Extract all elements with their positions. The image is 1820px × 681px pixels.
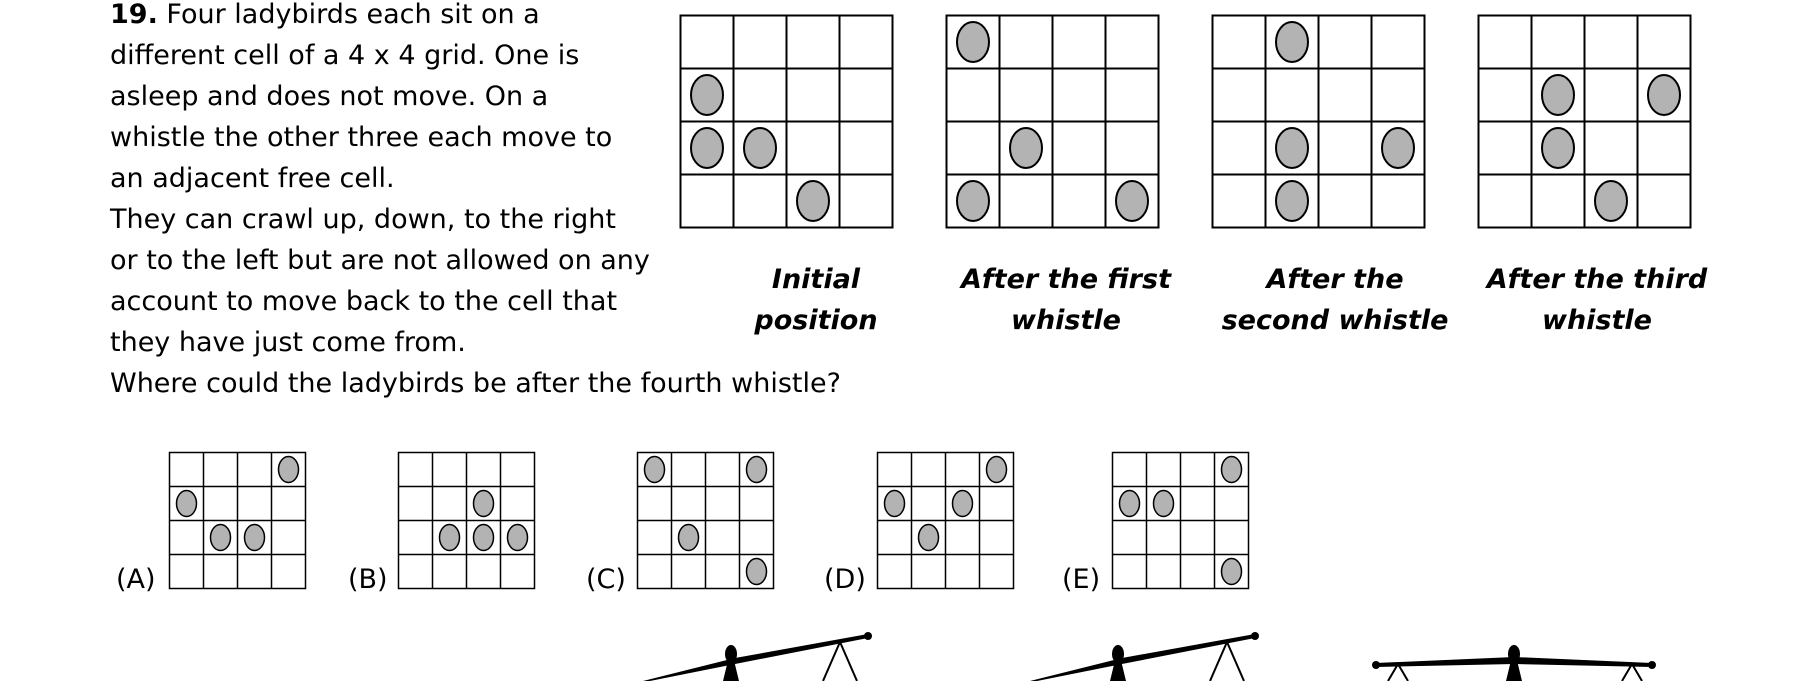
grid-after-third-whistle bbox=[1477, 14, 1692, 229]
ladybird-icon bbox=[1647, 74, 1681, 116]
ladybird-icon bbox=[883, 489, 906, 518]
ladybird-icon bbox=[985, 455, 1008, 484]
ladybird-icon bbox=[472, 523, 495, 552]
balance-scale-1 bbox=[643, 632, 872, 681]
ladybird-icon bbox=[209, 523, 232, 552]
problem-text-line: They can crawl up, down, to the right bbox=[110, 204, 616, 235]
ladybird-icon bbox=[1115, 180, 1149, 222]
problem-text-line: account to move back to the cell that bbox=[110, 286, 618, 317]
option-c-label[interactable]: (C) bbox=[586, 564, 626, 595]
ladybird-icon bbox=[1220, 557, 1243, 586]
ladybird-icon bbox=[1594, 180, 1628, 222]
ladybird-icon bbox=[438, 523, 461, 552]
ladybird-icon bbox=[506, 523, 529, 552]
ladybird-icon bbox=[472, 489, 495, 518]
ladybird-icon bbox=[1275, 127, 1309, 169]
ladybird-icon bbox=[745, 557, 768, 586]
ladybird-icon bbox=[796, 180, 830, 222]
problem-text-line: whistle the other three each move to bbox=[110, 122, 613, 153]
ladybird-icon bbox=[643, 455, 666, 484]
problem-text-line: an adjacent free cell. bbox=[110, 163, 395, 194]
ladybird-icon bbox=[1275, 180, 1309, 222]
balance-scale-2 bbox=[1030, 632, 1259, 681]
ladybird-icon bbox=[1381, 127, 1415, 169]
option-d-grid[interactable] bbox=[876, 451, 1015, 590]
option-e-grid[interactable] bbox=[1111, 451, 1250, 590]
ladybird-icon bbox=[745, 455, 768, 484]
ladybird-icon bbox=[1275, 21, 1309, 63]
ladybird-icon bbox=[277, 455, 300, 484]
question-number: 19. bbox=[110, 0, 158, 30]
problem-statement: 19. Four ladybirds each sit on a differen… bbox=[110, 0, 841, 404]
grid-initial-position bbox=[679, 14, 894, 229]
option-b-grid[interactable] bbox=[397, 451, 536, 590]
problem-text-line: different cell of a 4 x 4 grid. One is bbox=[110, 40, 580, 71]
ladybird-icon bbox=[1541, 127, 1575, 169]
problem-text-segment: Four ladybirds each sit on a bbox=[157, 0, 540, 30]
ladybird-icon bbox=[951, 489, 974, 518]
problem-text-line: 19. Four ladybirds each sit on a bbox=[110, 0, 841, 35]
grid-after-second-whistle bbox=[1211, 14, 1426, 229]
ladybird-icon bbox=[1118, 489, 1141, 518]
option-b-label[interactable]: (B) bbox=[348, 564, 388, 595]
ladybird-icon bbox=[1152, 489, 1175, 518]
ladybird-icon bbox=[243, 523, 266, 552]
ladybird-icon bbox=[1220, 455, 1243, 484]
ladybird-icon bbox=[690, 74, 724, 116]
option-a-grid[interactable] bbox=[168, 451, 307, 590]
option-e-label[interactable]: (E) bbox=[1062, 564, 1101, 595]
option-d-label[interactable]: (D) bbox=[824, 564, 866, 595]
ladybird-icon bbox=[956, 21, 990, 63]
balance-scale-3 bbox=[1372, 645, 1656, 681]
ladybird-icon bbox=[956, 180, 990, 222]
problem-text-line: or to the left but are not allowed on an… bbox=[110, 245, 650, 276]
problem-text-line: asleep and does not move. On a bbox=[110, 81, 549, 112]
ladybird-icon bbox=[175, 489, 198, 518]
option-a-label[interactable]: (A) bbox=[116, 564, 156, 595]
problem-text-line: they have just come from. bbox=[110, 327, 466, 358]
ladybird-icon bbox=[1009, 127, 1043, 169]
balance-scales-illustration bbox=[643, 632, 1656, 681]
grid-after-first-whistle bbox=[945, 14, 1160, 229]
ladybird-icon bbox=[743, 127, 777, 169]
ladybird-icon bbox=[1541, 74, 1575, 116]
ladybird-icon bbox=[690, 127, 724, 169]
problem-text-line: Where could the ladybirds be after the f… bbox=[110, 368, 841, 399]
option-c-grid[interactable] bbox=[636, 451, 775, 590]
ladybird-icon bbox=[917, 523, 940, 552]
ladybird-icon bbox=[677, 523, 700, 552]
